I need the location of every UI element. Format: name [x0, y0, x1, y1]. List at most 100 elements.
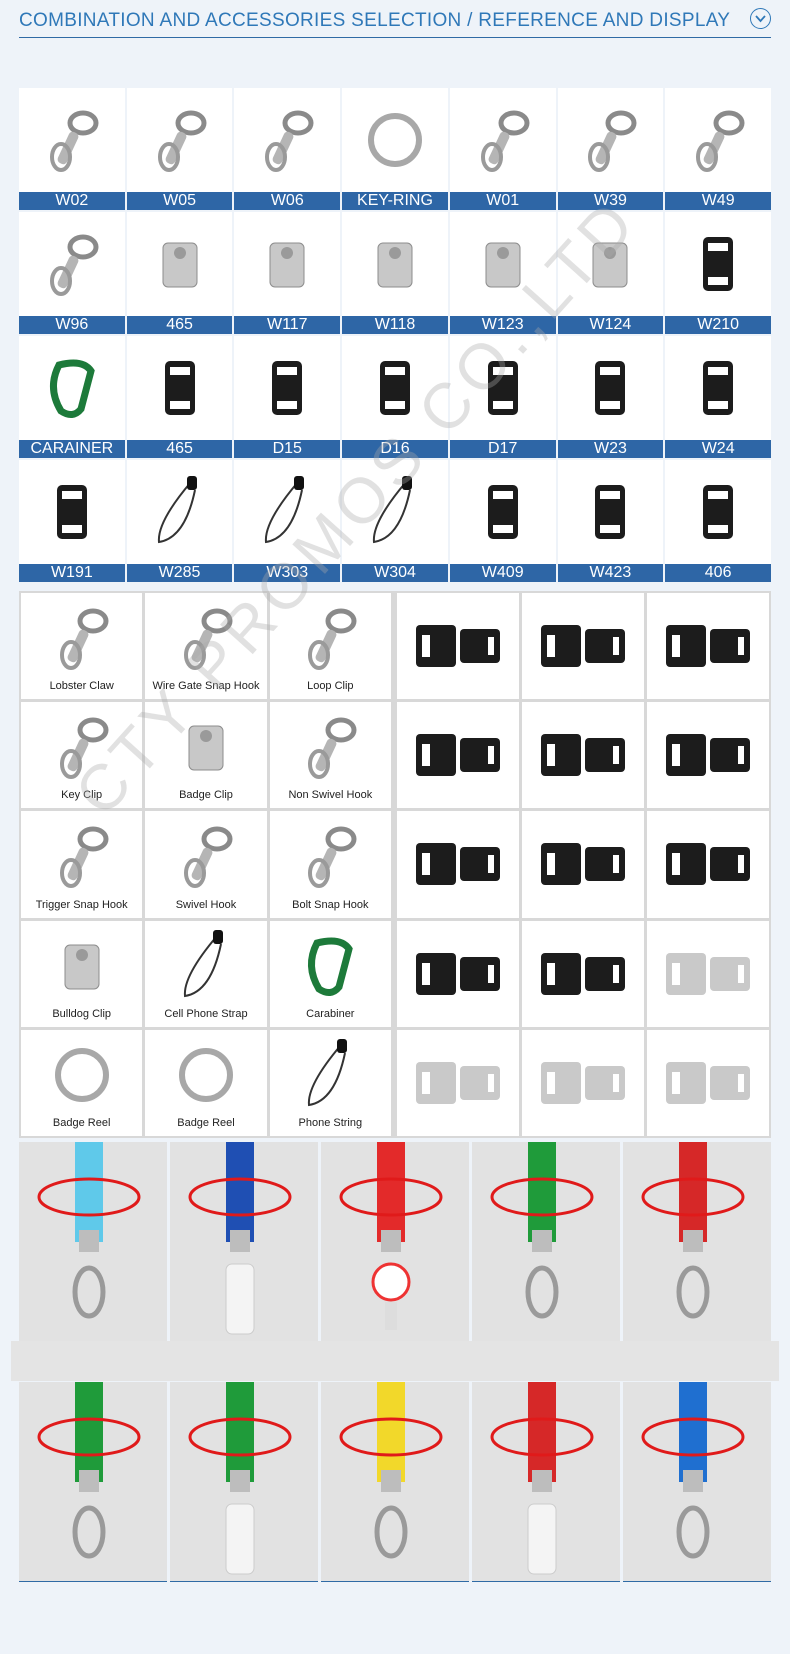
accessory-code: D16: [342, 440, 448, 458]
accessory-item: W303: [234, 460, 341, 582]
accessory-item: W409: [449, 460, 556, 582]
accessory-code: W285: [126, 564, 233, 582]
accessory-label: Cell Phone Strap: [164, 1007, 248, 1020]
clip-icon: [342, 212, 448, 316]
accessory-code: KEY-RING: [342, 192, 448, 210]
accessory-item: W118: [342, 212, 448, 334]
lanyard-icon: [490, 1142, 594, 1319]
accessory-code: W117: [234, 316, 341, 334]
lanyard-example-row-2: [19, 1382, 771, 1582]
buckle-icon: [665, 336, 771, 440]
accessory-card: Lobster Claw: [21, 593, 143, 700]
accessory-item: D15: [234, 336, 341, 458]
buckle-icon: [397, 702, 519, 809]
clip-icon: [127, 212, 233, 316]
accessory-code: W118: [342, 316, 448, 334]
buckle-icon: [342, 336, 448, 440]
ring-icon: [145, 1038, 266, 1112]
accessory-card: Trigger Snap Hook: [21, 811, 143, 918]
accessory-item: W23: [557, 336, 664, 458]
hook-icon: [19, 212, 125, 316]
lanyard-example: [19, 1142, 167, 1343]
accessory-item: W123: [449, 212, 556, 334]
hook-icon: [127, 88, 233, 192]
accessory-code: D17: [449, 440, 556, 458]
accessory-item: W39: [557, 88, 664, 210]
accessory-item: W05: [126, 88, 233, 210]
lanyard-icon: [188, 1142, 292, 1335]
buckle-icon: [522, 811, 644, 918]
lanyard-example: [321, 1382, 469, 1582]
accessory-code: W124: [557, 316, 664, 334]
strap-icon: [145, 929, 266, 1003]
clip-icon: [21, 929, 142, 1003]
accessory-code: W39: [557, 192, 664, 210]
accessory-label: Swivel Hook: [175, 898, 237, 911]
buckle-icon: [665, 212, 771, 316]
accessory-code: CARAINER: [19, 440, 125, 458]
accessory-label: Phone String: [298, 1116, 363, 1129]
accessory-item: W01: [449, 88, 556, 210]
accessory-item: 465: [126, 212, 233, 334]
accessory-item: W124: [557, 212, 664, 334]
clip-icon: [450, 212, 556, 316]
accessory-code: 465: [126, 316, 233, 334]
accessory-code: W49: [665, 192, 771, 210]
hook-icon: [145, 601, 266, 675]
section-header: COMBINATION AND ACCESSORIES SELECTION / …: [19, 0, 771, 38]
buckle-icon: [665, 460, 771, 564]
section-title: COMBINATION AND ACCESSORIES SELECTION / …: [19, 10, 731, 31]
accessory-code: D15: [234, 440, 341, 458]
accessory-code: W210: [665, 316, 771, 334]
buckle-icon: [397, 1029, 519, 1136]
accessory-item: W423: [557, 460, 664, 582]
strap-icon: [270, 1038, 391, 1112]
lanyard-icon: [37, 1142, 141, 1319]
accessory-item: W210: [665, 212, 771, 334]
accessory-item: KEY-RING: [342, 88, 448, 210]
accessory-item: D16: [342, 336, 448, 458]
chevron-down-icon[interactable]: [750, 8, 771, 29]
hook-icon: [558, 88, 664, 192]
accessory-code: W23: [557, 440, 664, 458]
accessory-card: Badge Reel: [21, 1029, 143, 1136]
accessory-item: W117: [234, 212, 341, 334]
lanyard-example: [321, 1142, 469, 1343]
accessory-item: 406: [665, 460, 771, 582]
accessory-label: Trigger Snap Hook: [35, 898, 128, 911]
carabiner-icon: [19, 336, 125, 440]
lanyard-example: [19, 1382, 167, 1582]
accessory-item: W06: [234, 88, 341, 210]
lanyard-icon: [641, 1382, 745, 1559]
accessory-item: W285: [126, 460, 233, 582]
strap-icon: [234, 460, 340, 564]
accessory-label: Carabiner: [306, 1007, 355, 1020]
buckle-icon: [647, 1029, 769, 1136]
accessory-item: 465: [126, 336, 233, 458]
accessory-card: Wire Gate Snap Hook: [145, 593, 267, 700]
accessory-label: Wire Gate Snap Hook: [152, 680, 260, 693]
clip-icon: [234, 212, 340, 316]
accessory-card: Phone String: [269, 1029, 391, 1136]
strap-icon: [342, 460, 448, 564]
accessory-label: Badge Clip: [179, 789, 233, 802]
accessory-card: Non Swivel Hook: [269, 702, 391, 809]
buckle-panel: [397, 593, 769, 1136]
lanyard-icon: [37, 1382, 141, 1559]
clip-icon: [558, 212, 664, 316]
accessory-card: Swivel Hook: [145, 811, 267, 918]
accessory-code: W01: [449, 192, 556, 210]
accessory-card: Bolt Snap Hook: [269, 811, 391, 918]
accessory-label: Loop Clip: [307, 680, 354, 693]
accessory-code: W304: [342, 564, 448, 582]
accessory-card: Bulldog Clip: [21, 920, 143, 1027]
buckle-icon: [127, 336, 233, 440]
lanyard-example: [170, 1142, 318, 1343]
buckle-icon: [234, 336, 340, 440]
clip-icon: [145, 710, 266, 784]
hook-icon: [665, 88, 771, 192]
accessory-card: Badge Reel: [145, 1029, 267, 1136]
hook-icon: [270, 601, 391, 675]
accessory-code: 465: [126, 440, 233, 458]
ring-icon: [21, 1038, 142, 1112]
